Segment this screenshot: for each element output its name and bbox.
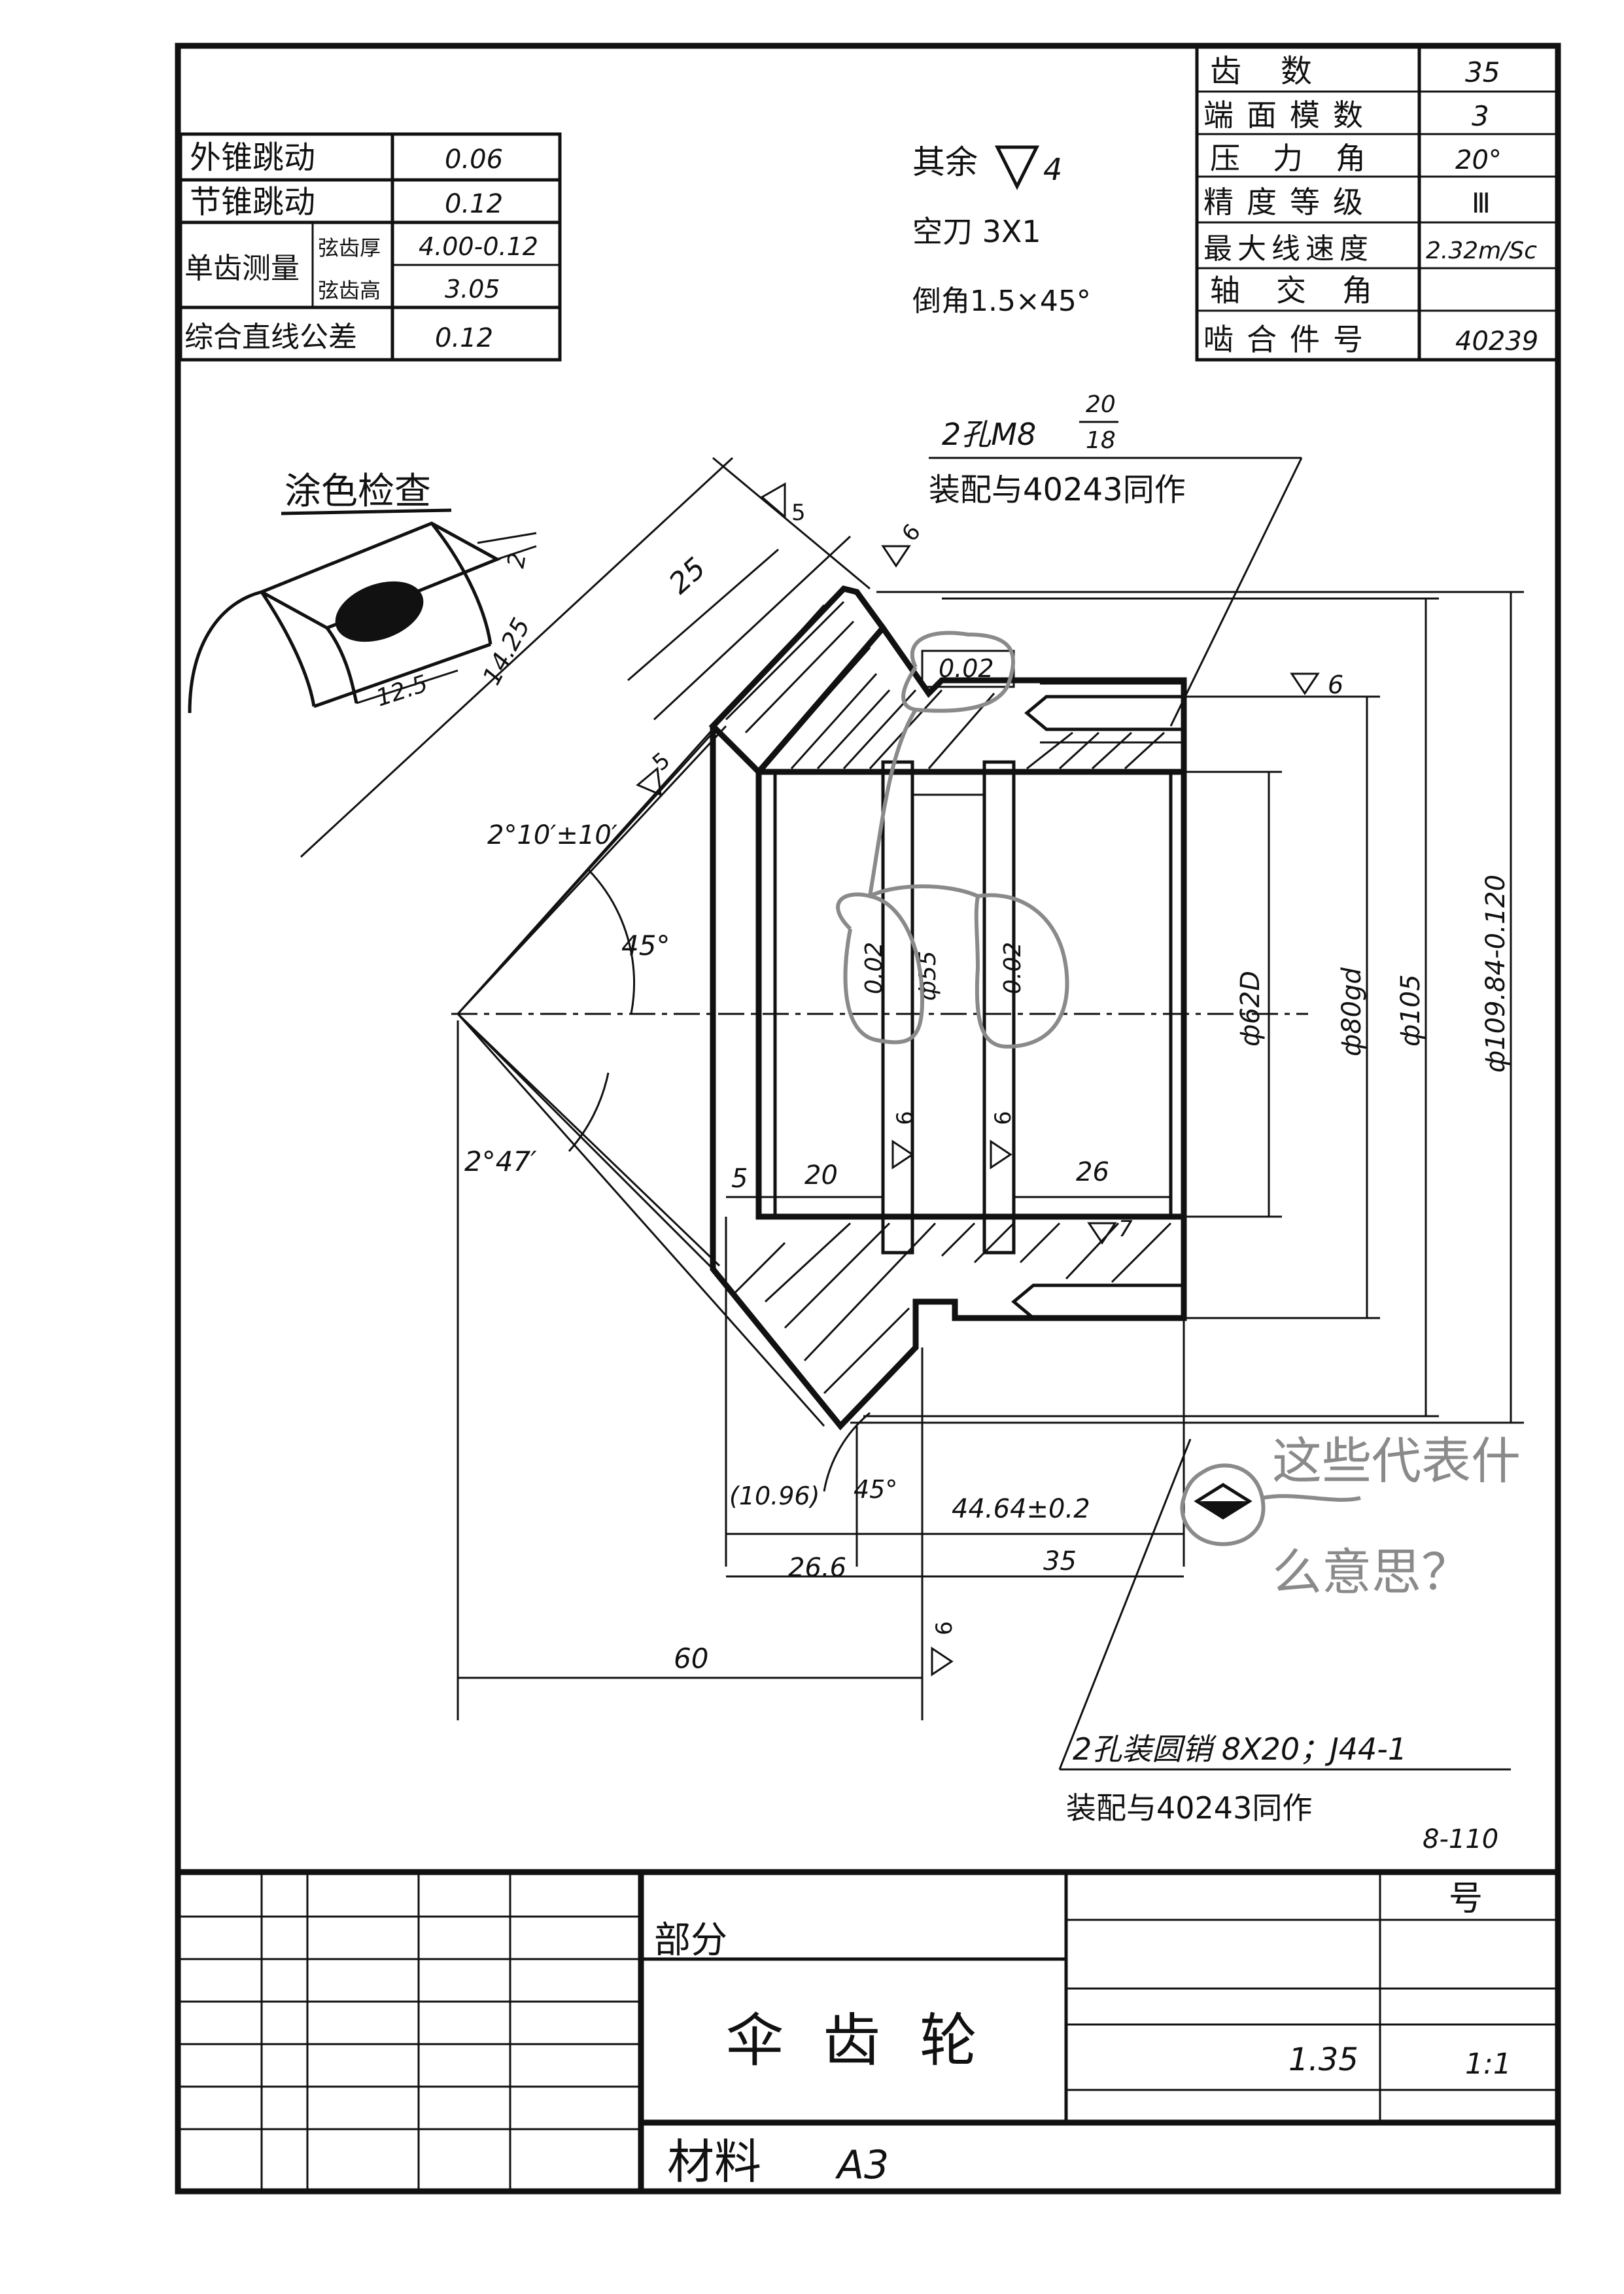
dim-5: 5 <box>731 1164 748 1194</box>
dia-109: ф109.84-0.120 <box>1481 875 1511 1073</box>
title-block: 部分 伞齿轮 号 1.35 1:1 材料 A3 <box>175 1869 1561 2195</box>
roughness-triangle-icon <box>636 767 662 797</box>
tol-face: 0.02 <box>939 654 994 683</box>
dia-80: ф80gd <box>1337 967 1367 1056</box>
dim-26: 26 <box>1076 1157 1109 1187</box>
dim-35: 35 <box>1043 1546 1077 1576</box>
data-label: 最大线速度 <box>1203 232 1373 266</box>
callout-leaders <box>929 457 1511 1771</box>
pin-assembly-note: 装配与40243同作 <box>1066 1790 1312 1826</box>
roughness-7: 7 <box>1118 1216 1133 1242</box>
table-label: 节锥跳动 <box>190 184 315 220</box>
roughness-triangle-icon <box>990 1139 1012 1170</box>
tol-right: 0.02 <box>999 942 1026 994</box>
drawing-ref: 8-110 <box>1423 1824 1498 1854</box>
dia-62: ф62D <box>1235 971 1266 1047</box>
material-value: A3 <box>835 2142 889 2188</box>
roughness-triangle-icon <box>760 482 786 519</box>
dia-105: ф105 <box>1396 974 1426 1047</box>
roughness-triangle-icon <box>891 1139 914 1170</box>
tapped-assembly-note: 装配与40243同作 <box>929 472 1186 508</box>
dim-20: 20 <box>804 1160 838 1190</box>
data-label: 齿数 <box>1210 53 1351 90</box>
roughness-6-v2: 6 <box>990 1111 1016 1125</box>
number-label: 号 <box>1449 1879 1483 1919</box>
paint-check-title: 涂色检查 <box>285 470 431 513</box>
angle-top: 2°10′±10′ <box>487 820 617 850</box>
angle-45: 45° <box>621 930 670 962</box>
tapped-depth-top: 20 <box>1086 391 1116 418</box>
data-value: 2.32m/Sc <box>1426 237 1537 264</box>
inspection-table: 外锥跳动 0.06 节锥跳动 0.12 单齿测量 弦齿厚 弦齿高 4.00-0.… <box>179 132 562 362</box>
part-name: 伞齿轮 <box>726 2007 1016 2074</box>
table-value: 0.12 <box>435 323 493 353</box>
roughness-6-right: 6 <box>1328 670 1343 699</box>
data-label: 端面模数 <box>1203 97 1376 133</box>
rest-roughness-label: 其余 <box>912 143 978 181</box>
section-hatch-bottom <box>731 1222 1172 1395</box>
data-label: 啮合件号 <box>1203 322 1376 357</box>
number-value: 1.35 <box>1288 2042 1358 2078</box>
table-label: 综合直线公差 <box>184 321 357 354</box>
table-label: 单齿测量 <box>184 252 300 285</box>
contact-patch <box>335 581 424 642</box>
question-line-1: 这些代表什 <box>1272 1432 1521 1490</box>
roughness-triangle-icon <box>931 1646 954 1677</box>
data-value: 35 <box>1465 56 1500 88</box>
angle-45-bottom: 45° <box>854 1475 897 1504</box>
data-label: 轴交角 <box>1210 273 1408 308</box>
paint-dim: 2 <box>502 551 531 570</box>
question-line-2: 么意思？ <box>1272 1543 1471 1601</box>
gear-data-table: 齿数 35 端面模数 3 压力角 20° 精度等级 Ⅲ 最大线速度 2.32m/… <box>1195 44 1560 362</box>
dim-25: 25 <box>663 551 712 600</box>
roughness-6-v1: 6 <box>892 1111 918 1125</box>
tapped-holes-note: 2孔M8 <box>942 417 1036 452</box>
undercut-note: 空刀 3X1 <box>912 214 1041 249</box>
dim-1096: (10.96) <box>729 1482 820 1510</box>
general-notes: 其余 4 空刀 3X1 倒角1.5×45° <box>912 143 1091 318</box>
data-value: 40239 <box>1455 326 1538 356</box>
data-value: Ⅲ <box>1472 187 1491 219</box>
roughness-triangle-icon <box>881 545 911 568</box>
roughness-triangle-icon <box>994 145 1040 190</box>
angle-bottom: 2°47′ <box>464 1145 537 1177</box>
tol-left: 0.02 <box>861 942 888 994</box>
data-label: 压力角 <box>1210 141 1398 176</box>
paint-dim: 12.5 <box>373 670 431 712</box>
tapped-depth-bottom: 18 <box>1086 427 1116 454</box>
roughness-6-top: 6 <box>897 519 926 546</box>
diamond-symbol <box>1194 1483 1253 1520</box>
roughness-triangle-icon <box>1087 1222 1117 1245</box>
data-value: 3 <box>1472 100 1489 132</box>
table-sublabel: 弦齿高 <box>318 278 381 303</box>
data-label: 精度等级 <box>1203 184 1376 220</box>
part-label: 部分 <box>654 1919 727 1962</box>
dimension-texts: 25 5 6 0.02 6 5 2°10′±10′ 45° 0.02 ф55 0… <box>464 482 1511 1677</box>
paint-check-sketch: 涂色检查 2 14.25 12.5 <box>188 470 537 714</box>
pin-holes-note: 2孔装圆销 8X20；J44-1 <box>1073 1731 1407 1767</box>
dim-4464: 44.64±0.2 <box>952 1494 1090 1524</box>
table-value: 4.00-0.12 <box>419 232 538 261</box>
chamfer-note: 倒角1.5×45° <box>912 285 1091 318</box>
roughness-6-bottom: 6 <box>931 1621 958 1635</box>
dim-60: 60 <box>674 1642 708 1675</box>
material-label: 材料 <box>667 2134 761 2189</box>
section-hatch-top <box>725 600 1166 770</box>
gear-section-view <box>300 457 1524 1720</box>
rest-roughness-value: 4 <box>1043 152 1062 187</box>
table-value: 0.06 <box>445 145 503 175</box>
roughness-triangle-icon <box>1290 672 1320 695</box>
dim-266: 26.6 <box>788 1553 846 1583</box>
scale-value: 1:1 <box>1465 2047 1512 2081</box>
roughness-5-top: 5 <box>791 500 806 526</box>
table-value: 0.12 <box>445 189 503 219</box>
data-value: 20° <box>1455 145 1502 175</box>
table-label: 外锥跳动 <box>190 139 315 176</box>
table-value: 3.05 <box>445 275 500 304</box>
table-sublabel: 弦齿厚 <box>318 235 381 260</box>
user-annotations: 这些代表什 么意思？ <box>836 631 1521 1601</box>
